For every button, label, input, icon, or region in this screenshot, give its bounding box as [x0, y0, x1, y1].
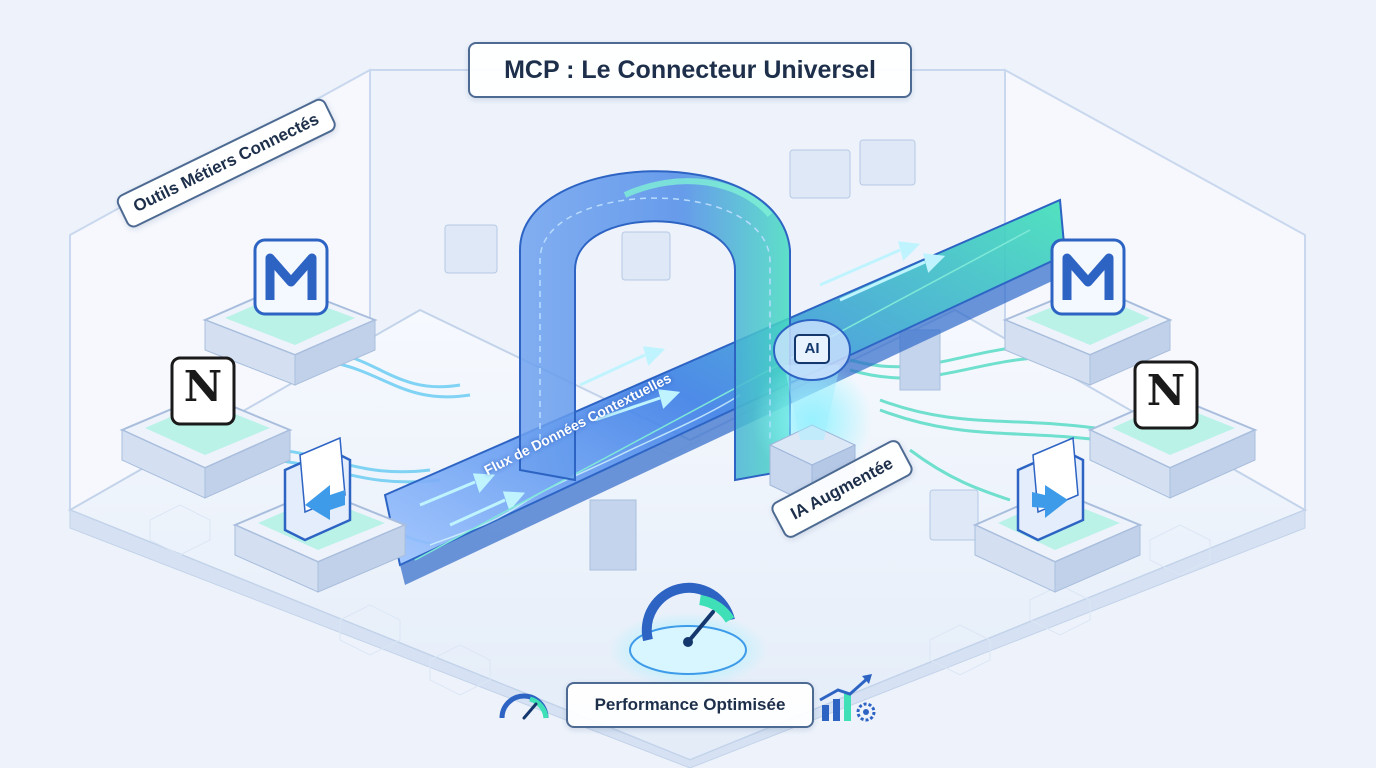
left-gmail-platform [202, 283, 378, 386]
folder-icon [1016, 436, 1085, 542]
performance-label: Performance Optimisée [566, 682, 814, 728]
floor-edge [69, 509, 1306, 768]
floating-code-panel [621, 231, 671, 281]
arch-top-band [623, 178, 773, 217]
floating-code-panel [859, 139, 916, 186]
beam-thin-arrow [414, 229, 1031, 561]
ai-chip-text: AI [804, 340, 820, 357]
floating-code-panel [929, 489, 979, 541]
beam-waveform [429, 394, 741, 546]
speedometer-icon [641, 582, 735, 647]
growth-chart-gear-icon [819, 674, 876, 722]
arch-circuit-lines [539, 197, 771, 440]
notion-icon [1133, 360, 1199, 430]
ai-chip [794, 334, 830, 364]
folder-icon [283, 436, 352, 542]
speedometer-icon [499, 693, 549, 720]
data-flow-beam-side [400, 255, 1065, 585]
diagram-title: MCP : Le Connecteur Universel [468, 42, 912, 98]
notion-letter: N [183, 362, 223, 411]
gmail-icon [253, 238, 329, 316]
floating-code-panel [789, 149, 851, 199]
notion-letter: N [1146, 366, 1186, 415]
right-gmail-platform [1002, 283, 1173, 386]
gmail-icon [1050, 238, 1126, 316]
beam-arrows [419, 241, 946, 527]
notion-icon [170, 356, 236, 426]
arch-pillar [589, 499, 637, 571]
ai-hologram-beam [784, 365, 840, 440]
gauge-base [629, 625, 747, 675]
floating-code-panel [444, 224, 498, 274]
